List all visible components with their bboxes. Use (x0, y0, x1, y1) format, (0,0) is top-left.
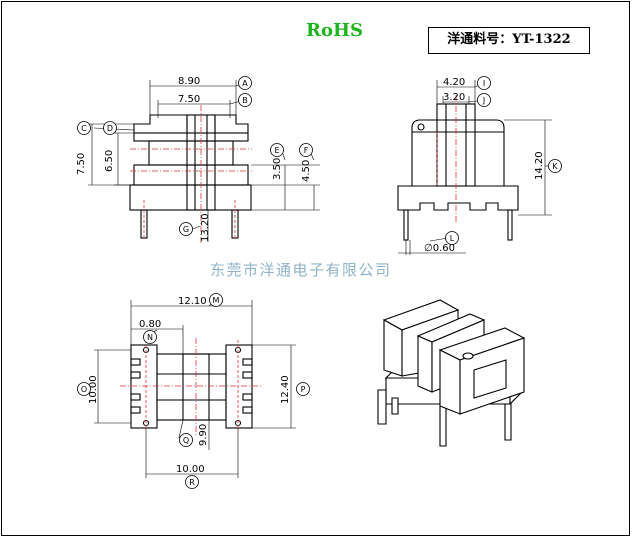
label-k: K (552, 162, 558, 171)
company-watermark: 东莞市洋通电子有限公司 (210, 261, 392, 279)
front-top-flange-left (133, 114, 188, 134)
iso-pin-4 (391, 397, 399, 415)
front-view: 8.90 7.50 7.50 6.50 3.50 4.50 13.20 (76, 76, 320, 245)
dim-side-height-k: 14.20 (534, 151, 545, 180)
part-number-box: 洋通料号：YT-1322 (428, 27, 590, 54)
side-pin-right (507, 209, 513, 241)
dim-side-pin-l: ∅0.60 (424, 243, 455, 254)
bottom-pad-right (225, 344, 253, 429)
iso-hole (462, 352, 474, 360)
label-d: D (107, 124, 113, 133)
dim-front-width-inner: 7.50 (178, 94, 200, 105)
iso-core-back-side (383, 319, 403, 377)
dim-front-height-inner: 6.50 (104, 150, 115, 172)
dim-front-height-left: 7.50 (76, 153, 87, 175)
label-b: B (242, 96, 248, 105)
front-top-plate (133, 132, 249, 142)
label-o: O (81, 385, 87, 394)
front-pin-left (140, 209, 148, 239)
label-g: G (183, 225, 189, 234)
dim-front-flange-e: 3.50 (272, 158, 283, 180)
dim-side-width-i: 4.20 (443, 77, 465, 88)
label-m: M (213, 296, 220, 305)
label-i: I (483, 79, 485, 88)
side-core (411, 119, 505, 186)
label-q: Q (183, 436, 189, 445)
label-n: N (147, 333, 153, 342)
iso-bobbin-side (417, 335, 433, 393)
dim-bottom-height-p: 12.40 (280, 375, 291, 404)
dim-front-width-outer: 8.90 (178, 76, 200, 87)
rohs-label: RoHS (306, 20, 363, 41)
iso-pin-1 (377, 389, 387, 425)
side-view: 4.20 3.20 14.20 ∅0.60 I J K L (397, 76, 562, 255)
dim-front-pin-g: 13.20 (200, 213, 211, 242)
dim-bottom-width-m: 12.10 (178, 296, 207, 307)
iso-core-front-side (439, 349, 461, 415)
front-base (129, 184, 252, 211)
front-top-flange-right (214, 114, 249, 134)
label-l: L (450, 234, 455, 243)
bottom-pad-left (130, 344, 158, 429)
label-a: A (242, 79, 248, 88)
dim-side-width-j: 3.20 (443, 92, 465, 103)
bottom-view: 12.10 0.80 10.00 12.40 9.90 10.00 M N O … (77, 293, 310, 489)
dim-front-flange-f: 4.50 (301, 160, 312, 182)
bottom-core (156, 353, 227, 421)
label-e: E (274, 146, 279, 155)
side-base (397, 185, 519, 211)
dim-bottom-height-o: 10.00 (88, 375, 99, 404)
label-f: F (304, 146, 309, 155)
front-pin-right (231, 209, 239, 239)
label-r: R (189, 478, 195, 487)
iso-pin-3 (504, 403, 512, 441)
side-pin-left (403, 209, 409, 241)
dim-bottom-q: 9.90 (198, 424, 209, 446)
dim-bottom-n: 0.80 (139, 319, 161, 330)
label-p: P (301, 385, 306, 394)
label-j: J (482, 96, 485, 105)
front-bottom-plate (133, 164, 249, 186)
dim-bottom-width-r: 10.00 (176, 464, 205, 475)
label-c: C (81, 124, 87, 133)
iso-pin-2 (439, 403, 447, 447)
front-core-window (148, 140, 234, 166)
iso-window (473, 359, 507, 399)
isometric-view (377, 299, 526, 447)
